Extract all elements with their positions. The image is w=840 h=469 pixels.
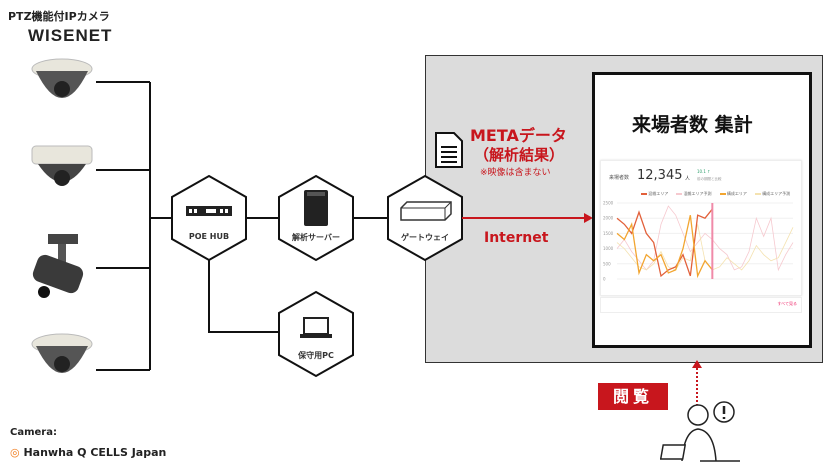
- legend-item: 構成エリア: [719, 191, 747, 197]
- legend-item: 混雑エリア: [641, 191, 668, 197]
- internet-arrow: [462, 213, 593, 223]
- hex-poe: [171, 174, 247, 262]
- dashboard-title: 来場者数 集計: [632, 114, 753, 136]
- hub-icon: [186, 206, 232, 216]
- meta-subtitle: （解析結果）: [474, 146, 565, 164]
- hanwha-name: Hanwha Q CELLS Japan: [23, 446, 167, 459]
- legend-item: 混雑エリア予測: [676, 191, 712, 197]
- y-tick-label: 1500: [603, 231, 614, 236]
- hanwha-mark-icon: ◎: [10, 446, 20, 459]
- dashboard-footer: すべて見る: [600, 297, 802, 313]
- wisenet-logo: WISENET: [28, 26, 113, 45]
- page-title: PTZ機能付IPカメラ: [8, 10, 110, 23]
- kpi-unit: 人: [685, 176, 691, 182]
- gateway-icon: [400, 201, 452, 221]
- pc-label: 保守用PC: [298, 351, 334, 360]
- y-tick-label: 2000: [603, 216, 614, 221]
- view-label: 閲覧: [598, 383, 668, 410]
- series-line-2: [616, 215, 713, 279]
- gateway-label: ゲートウェイ: [401, 233, 449, 242]
- dashboard-card: 来場者数 12,345 人 10.1 ↑ 前の期間と比較 混雑エリア 混雑エリア…: [600, 160, 802, 296]
- dome-camera-icon: [31, 333, 93, 373]
- meta-title: METAデータ: [470, 126, 567, 145]
- laptop-icon: [300, 317, 332, 338]
- server-label: 解析サーバー: [292, 233, 340, 242]
- dome-camera-icon: [31, 145, 93, 186]
- y-tick-label: 1000: [603, 246, 614, 251]
- bullet-camera-icon: [32, 234, 84, 298]
- meta-note: ※映像は含まない: [480, 168, 551, 178]
- internet-label: Internet: [484, 230, 549, 246]
- user-icon: [660, 401, 740, 462]
- kpi-delta: 10.1 ↑: [697, 169, 711, 174]
- view-arrow: [692, 360, 702, 420]
- y-tick-label: 0: [603, 277, 606, 282]
- y-tick-label: 2500: [603, 201, 614, 206]
- legend-item: 構成エリア予測: [754, 191, 790, 197]
- y-tick-label: 500: [603, 261, 611, 266]
- kpi-sub: 前の期間と比較: [697, 177, 722, 181]
- visitor-chart: 0 500 1000 1500 2000 2500: [603, 201, 794, 282]
- poe-hub-label: POE HUB: [188, 232, 230, 241]
- kpi-label: 来場者数: [609, 175, 630, 181]
- chart-legend: 混雑エリア 混雑エリア予測 構成エリア 構成エリア予測: [641, 191, 790, 197]
- see-all-link[interactable]: すべて見る: [777, 301, 797, 306]
- dome-camera-icon: [31, 58, 93, 98]
- hanwha-logo: ◎ Hanwha Q CELLS Japan: [10, 446, 166, 459]
- document-icon: [435, 132, 463, 168]
- kpi-value: 12,345: [637, 168, 683, 183]
- server-icon: [304, 190, 328, 226]
- camera-caption: Camera:: [10, 427, 57, 438]
